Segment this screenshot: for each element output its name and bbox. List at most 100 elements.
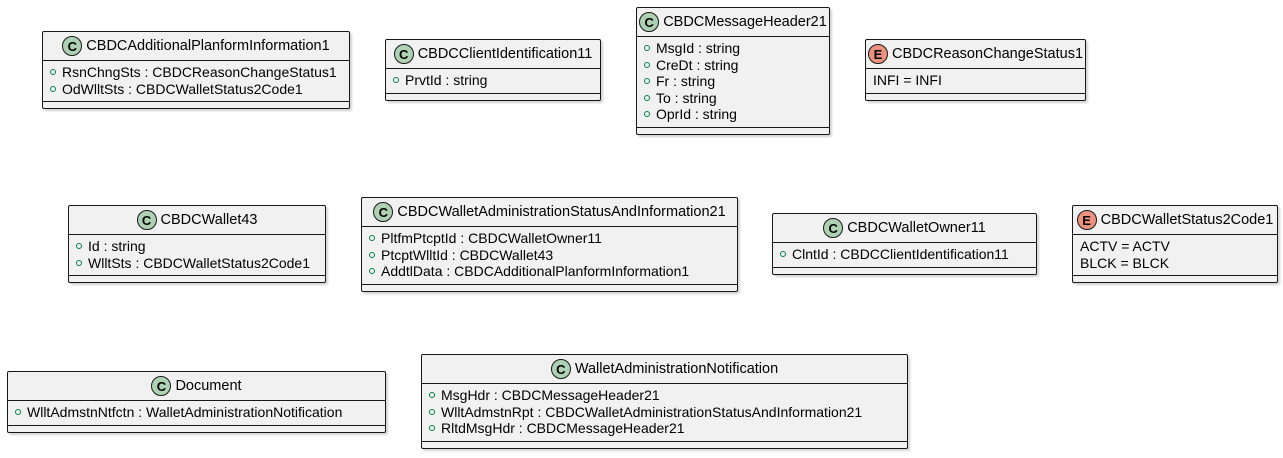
- public-visibility-icon: [76, 259, 82, 266]
- attribute-text: WlltAdmstnRpt : CBDCWalletAdministration…: [441, 403, 863, 420]
- public-visibility-icon: [644, 45, 650, 52]
- attribute-text: WlltAdmstnNtfctn : WalletAdministrationN…: [27, 404, 343, 421]
- attribute-row: AddtlData : CBDCAdditionalPlanformInform…: [369, 263, 731, 280]
- attribute-row: WlltAdmstnRpt : CBDCWalletAdministration…: [429, 404, 901, 421]
- method-compartment: [422, 442, 907, 448]
- public-visibility-icon: [76, 243, 82, 250]
- class-icon: C: [393, 44, 414, 64]
- enum-value: INFI = INFI: [873, 72, 1079, 89]
- attribute-text: OdWlltSts : CBDCWalletStatus2Code1: [62, 80, 303, 97]
- enum-icon: E: [1076, 210, 1097, 230]
- attribute-row: MsgHdr : CBDCMessageHeader21: [429, 387, 901, 404]
- attribute-row: WlltSts : CBDCWalletStatus2Code1: [76, 255, 319, 272]
- box-title: Document: [175, 377, 242, 394]
- method-compartment: [637, 128, 829, 134]
- enum-icon: E: [867, 44, 888, 64]
- public-visibility-icon: [644, 94, 650, 101]
- box-title: WalletAdministrationNotification: [574, 360, 779, 377]
- attribute-list: WlltAdmstnNtfctn : WalletAdministrationN…: [8, 401, 385, 426]
- public-visibility-icon: [50, 69, 56, 76]
- enum-value-text: BLCK = BLCK: [1080, 254, 1170, 271]
- attribute-row: RltdMsgHdr : CBDCMessageHeader21: [429, 420, 901, 437]
- attribute-row: Id : string: [76, 238, 319, 255]
- public-visibility-icon: [50, 85, 56, 92]
- box-title: CBDCMessageHeader21: [663, 13, 827, 30]
- attribute-text: PltfmPtcptId : CBDCWalletOwner11: [381, 230, 602, 247]
- box-title: CBDCWallet43: [160, 211, 258, 228]
- attribute-row: ClntId : CBDCClientIdentification11: [780, 246, 1030, 263]
- attribute-text: RltdMsgHdr : CBDCMessageHeader21: [441, 420, 685, 437]
- method-compartment: [1073, 276, 1277, 282]
- public-visibility-icon: [644, 111, 650, 118]
- enum-value-text: ACTV = ACTV: [1080, 238, 1170, 255]
- attribute-row: OdWlltSts : CBDCWalletStatus2Code1: [50, 81, 343, 98]
- public-visibility-icon: [15, 409, 21, 416]
- public-visibility-icon: [644, 78, 650, 85]
- attribute-text: Fr : string: [656, 73, 716, 90]
- attribute-row: RsnChngSts : CBDCReasonChangeStatus1: [50, 64, 343, 81]
- attribute-text: WlltSts : CBDCWalletStatus2Code1: [88, 254, 310, 271]
- class-icon: C: [550, 359, 571, 379]
- public-visibility-icon: [369, 235, 375, 242]
- attribute-text: ClntId : CBDCClientIdentification11: [792, 246, 1009, 263]
- class-icon: C: [373, 202, 394, 222]
- attribute-text: MsgId : string: [656, 40, 741, 57]
- public-visibility-icon: [369, 251, 375, 258]
- method-compartment: [866, 94, 1085, 100]
- public-visibility-icon: [429, 408, 435, 415]
- attribute-text: CreDt : string: [656, 56, 739, 73]
- class-icon: C: [62, 36, 83, 56]
- attribute-row: Fr : string: [644, 73, 823, 90]
- attribute-row: PltfmPtcptId : CBDCWalletOwner11: [369, 230, 731, 247]
- enum-value: ACTV = ACTV: [1080, 238, 1271, 255]
- enum-value-text: INFI = INFI: [873, 72, 942, 89]
- box-title: CBDCReasonChangeStatus1: [891, 45, 1084, 62]
- attribute-text: RsnChngSts : CBDCReasonChangeStatus1: [62, 64, 337, 81]
- attribute-row: MsgId : string: [644, 40, 823, 57]
- attribute-row: PrvtId : string: [393, 72, 594, 89]
- attribute-text: To : string: [656, 89, 717, 106]
- public-visibility-icon: [644, 61, 650, 68]
- attribute-text: MsgHdr : CBDCMessageHeader21: [441, 387, 660, 404]
- attribute-row: PtcptWlltId : CBDCWallet43: [369, 247, 731, 264]
- attribute-text: Id : string: [88, 238, 146, 255]
- method-compartment: [362, 285, 737, 291]
- method-compartment: [69, 276, 325, 282]
- method-compartment: [773, 268, 1036, 274]
- box-title: CBDCWalletStatus2Code1: [1100, 211, 1274, 228]
- class-icon: C: [823, 218, 844, 238]
- class-icon: C: [639, 12, 660, 32]
- box-title: CBDCClientIdentification11: [417, 45, 593, 62]
- public-visibility-icon: [369, 268, 375, 275]
- public-visibility-icon: [429, 425, 435, 432]
- attribute-row: CreDt : string: [644, 57, 823, 74]
- attribute-text: AddtlData : CBDCAdditionalPlanformInform…: [381, 263, 690, 280]
- attribute-text: PrvtId : string: [405, 72, 488, 89]
- class-icon: C: [151, 376, 172, 396]
- attribute-row: WlltAdmstnNtfctn : WalletAdministrationN…: [15, 404, 379, 421]
